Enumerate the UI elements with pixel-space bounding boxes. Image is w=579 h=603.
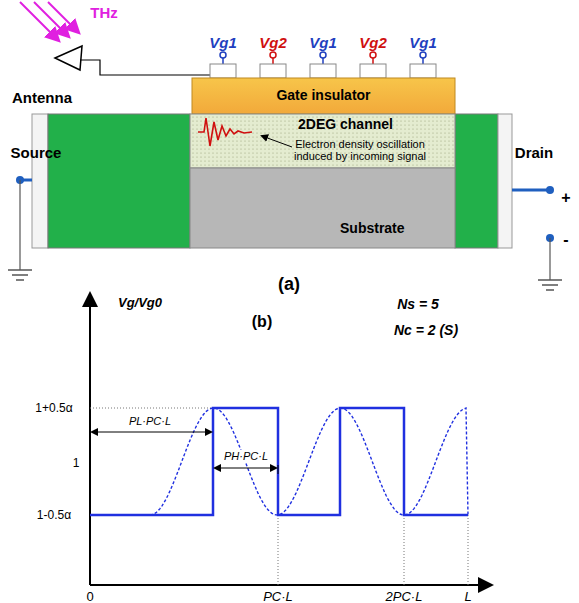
- parameter: Ns = 5: [397, 296, 439, 312]
- dimension: PL·PC·L: [128, 415, 172, 427]
- gate-voltage: Vg2: [259, 34, 287, 51]
- signal-name: THz: [90, 4, 118, 21]
- channel-band: 2DEG channelElectron density oscillation…: [190, 114, 455, 168]
- polarity-sign: -: [563, 231, 568, 249]
- gate-insulator: Gate insulator: [192, 78, 455, 114]
- panel-label: (a): [278, 274, 300, 295]
- axis-label: Vg/Vg0: [118, 295, 162, 310]
- polarity-sign: +: [561, 189, 570, 207]
- gate-voltage: Vg1: [409, 34, 437, 51]
- substrate-label: Substrate: [340, 220, 579, 236]
- terminal-name: Source: [11, 144, 62, 161]
- tick-label: 1+0.5α: [35, 401, 72, 415]
- substrate-band: Substrate: [190, 168, 455, 248]
- tick-label: PC·L: [263, 589, 293, 603]
- tick-label: L: [464, 589, 471, 603]
- channel-label: 2DEG channel: [298, 116, 563, 132]
- tick-label: 2PC·L: [386, 589, 423, 603]
- gate-voltage: Vg2: [359, 34, 387, 51]
- part-name: Antenna: [12, 89, 72, 106]
- terminal-name: Drain: [515, 144, 553, 161]
- dimension: PH·PC·L: [223, 450, 269, 462]
- gate-voltage: Vg1: [209, 34, 237, 51]
- parameter: Nc = 2 (S): [394, 322, 458, 338]
- tick-label: 1: [73, 456, 80, 470]
- tick-label: 0: [86, 589, 93, 603]
- tick-label: 1-0.5α: [37, 508, 71, 522]
- callout-note: Electron density oscillation induced by …: [280, 138, 440, 162]
- gate-voltage: Vg1: [309, 34, 337, 51]
- gate-insulator-label: Gate insulator: [192, 87, 455, 103]
- panel-label: (b): [252, 313, 272, 331]
